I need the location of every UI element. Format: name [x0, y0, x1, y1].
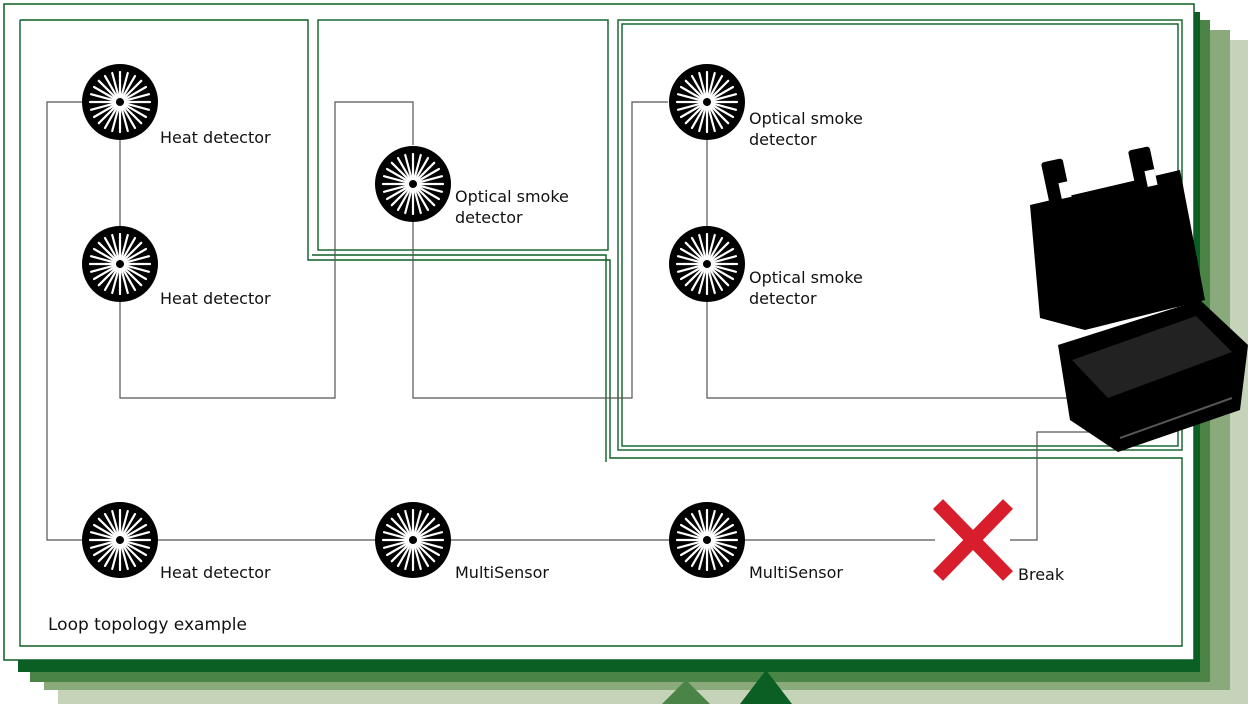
- triangle-marker-light: [600, 692, 632, 704]
- wire-heat-2-to-zone-2: [119, 101, 414, 399]
- detector-icon: [667, 224, 747, 304]
- optical-smoke-detector-label-1: Optical smoke detector: [455, 187, 569, 227]
- wire-break-to-panel: [1010, 431, 1108, 541]
- detector-icon: [373, 500, 453, 580]
- triangle-marker-dark: [740, 670, 792, 704]
- heat-detector-label-2: Heat detector: [160, 289, 271, 308]
- break-x-icon: [932, 499, 1014, 581]
- control-panel-case-icon: [1030, 146, 1248, 452]
- detector-icon: [667, 62, 747, 142]
- triangle-marker-mid: [662, 680, 710, 704]
- loop-wiring: [46, 101, 1108, 541]
- detector-icon: [80, 224, 160, 304]
- break-label: Break: [1018, 565, 1065, 584]
- multisensor-label-2: MultiSensor: [749, 563, 843, 582]
- multisensor-label-1: MultiSensor: [455, 563, 549, 582]
- detector-icon: [80, 62, 160, 142]
- diagram-caption: Loop topology example: [48, 615, 247, 635]
- detector-icon: [667, 500, 747, 580]
- wire-optical-1-down: [412, 101, 668, 399]
- wire-optical-3-to-panel: [706, 302, 1075, 399]
- heat-detector-label-3: Heat detector: [160, 563, 271, 582]
- main-panel: [3, 3, 1195, 661]
- optical-smoke-detector-label-3: Optical smoke detector: [749, 268, 863, 308]
- optical-smoke-detector-label-2: Optical smoke detector: [749, 109, 863, 149]
- detector-icon: [373, 144, 453, 224]
- zone-1-inner: [312, 254, 607, 462]
- detector-icon: [80, 500, 160, 580]
- wire-left-branch: [46, 101, 90, 541]
- heat-detector-label-1: Heat detector: [160, 128, 271, 147]
- zone-1-outline: [19, 19, 1183, 647]
- zone-2-outline: [317, 19, 609, 251]
